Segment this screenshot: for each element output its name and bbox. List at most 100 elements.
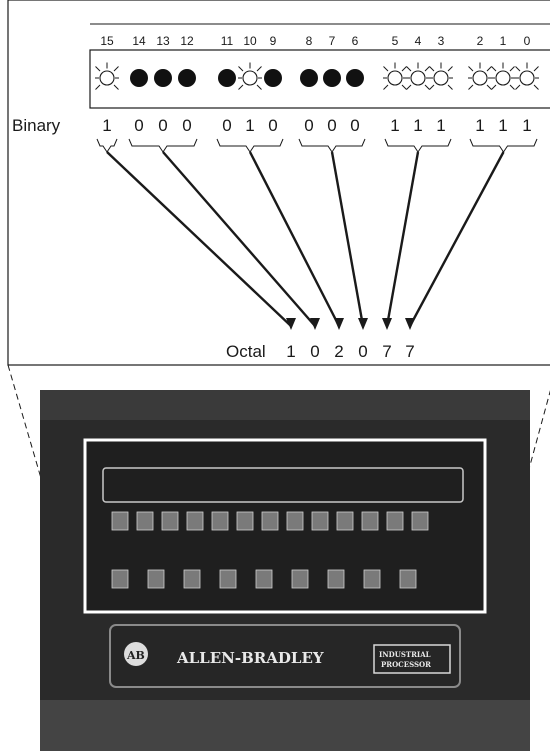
photo-switch xyxy=(286,511,304,531)
octal-digit: 1 xyxy=(286,342,295,361)
photo-switch xyxy=(183,569,201,589)
ab-logo xyxy=(124,642,148,666)
group-arrow xyxy=(162,151,316,327)
binary-digit: 0 xyxy=(134,116,143,135)
group-brace xyxy=(469,138,538,153)
photo-switch xyxy=(147,569,165,589)
binary-digit: 0 xyxy=(158,116,167,135)
photo-switch xyxy=(186,511,204,531)
octal-digit: 7 xyxy=(405,342,414,361)
bit-number: 11 xyxy=(221,34,234,48)
photo-switch xyxy=(411,511,429,531)
octal-digit: 7 xyxy=(382,342,391,361)
arrow-head xyxy=(334,318,344,330)
photo-switch xyxy=(261,511,279,531)
badge-box xyxy=(373,644,451,674)
binary-digit: 0 xyxy=(327,116,336,135)
photo-switch xyxy=(236,511,254,531)
binary-digit: 1 xyxy=(245,116,254,135)
photo-switch xyxy=(161,511,179,531)
led-row xyxy=(95,62,539,90)
group-arrow xyxy=(248,151,341,327)
led-off xyxy=(346,69,364,87)
bit-number: 15 xyxy=(100,34,114,48)
badge-line-1: INDUSTRIAL xyxy=(379,650,431,659)
binary-digit: 0 xyxy=(268,116,277,135)
photo-switch xyxy=(361,511,379,531)
binary-digit: 1 xyxy=(390,116,399,135)
group-brace xyxy=(128,138,198,153)
bit-number: 1 xyxy=(500,34,507,48)
group-arrows xyxy=(106,151,505,330)
processor-photo: AB ALLEN-BRADLEY INDUSTRIAL PROCESSOR xyxy=(40,390,530,751)
photo-switch xyxy=(136,511,154,531)
group-brace xyxy=(216,138,284,153)
arrow-head xyxy=(358,318,368,330)
binary-digit: 0 xyxy=(350,116,359,135)
photo-switch xyxy=(386,511,404,531)
led-off xyxy=(130,69,148,87)
diagram-frame xyxy=(7,0,550,366)
led-on xyxy=(429,62,453,90)
binary-digit: 1 xyxy=(522,116,531,135)
ab-logo-text: AB xyxy=(126,649,145,662)
bit-number: 14 xyxy=(132,34,146,48)
group-arrow xyxy=(408,151,505,327)
arrow-head xyxy=(310,318,320,330)
binary-digit: 0 xyxy=(182,116,191,135)
led-on xyxy=(515,62,539,90)
badge-line-2: PROCESSOR xyxy=(381,660,431,669)
binary-digit: 1 xyxy=(102,116,111,135)
arrow-head xyxy=(286,318,296,330)
octal-digit: 0 xyxy=(358,342,367,361)
group-arrow xyxy=(330,151,365,327)
photo-switch xyxy=(211,511,229,531)
octal-label: Octal xyxy=(226,342,266,361)
binary-digit: 0 xyxy=(304,116,313,135)
photo-switch xyxy=(219,569,237,589)
binary-label: Binary xyxy=(12,116,61,135)
group-brace xyxy=(298,138,366,153)
group-arrow xyxy=(106,151,292,327)
photo-led-strip xyxy=(102,467,464,503)
led-off xyxy=(218,69,236,87)
photo-switch xyxy=(111,511,129,531)
photo-switch xyxy=(291,569,309,589)
led-on xyxy=(95,62,119,90)
bit-number: 13 xyxy=(156,34,170,48)
arrow-head xyxy=(405,318,415,330)
bit-number: 4 xyxy=(415,34,422,48)
led-on xyxy=(383,62,407,90)
brand-text: ALLEN-BRADLEY xyxy=(176,649,324,667)
led-on xyxy=(491,62,515,90)
octal-digit: 0 xyxy=(310,342,319,361)
photo-switch xyxy=(327,569,345,589)
binary-digit: 1 xyxy=(475,116,484,135)
bit-number: 0 xyxy=(524,34,531,48)
arrow-head xyxy=(382,318,392,330)
binary-digit: 1 xyxy=(413,116,422,135)
bit-number: 7 xyxy=(329,34,336,48)
nameplate xyxy=(109,624,461,688)
photo-switch xyxy=(363,569,381,589)
photo-switch xyxy=(255,569,273,589)
photo-switch-rows xyxy=(102,467,464,589)
bit-number: 12 xyxy=(180,34,194,48)
bit-number: 8 xyxy=(306,34,313,48)
photo-top-shadow xyxy=(40,390,530,420)
binary-digit: 0 xyxy=(222,116,231,135)
binary-digit: 1 xyxy=(498,116,507,135)
led-off xyxy=(300,69,318,87)
group-brace xyxy=(384,138,452,153)
group-arrow xyxy=(385,151,420,327)
bit-number: 6 xyxy=(352,34,359,48)
led-off xyxy=(323,69,341,87)
led-on xyxy=(238,62,262,90)
led-on xyxy=(406,62,430,90)
group-brace xyxy=(96,138,118,153)
photo-switch xyxy=(336,511,354,531)
bit-number: 10 xyxy=(243,34,257,48)
